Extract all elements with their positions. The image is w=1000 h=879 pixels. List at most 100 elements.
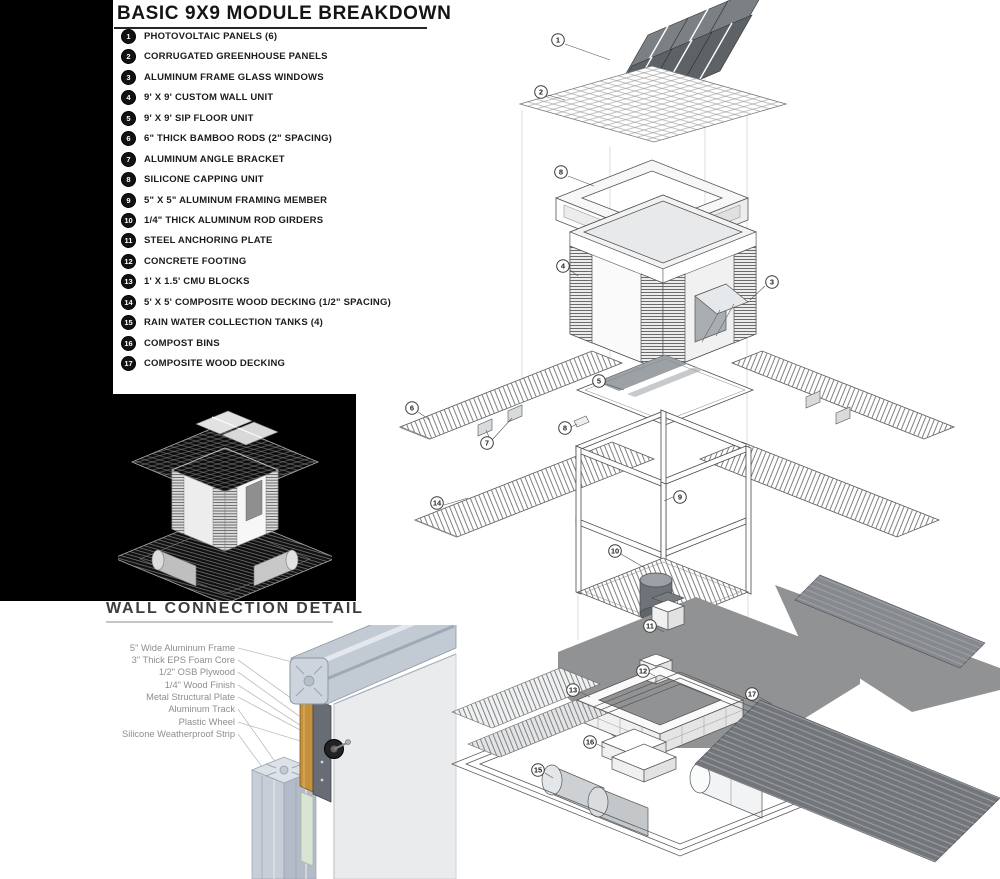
svg-text:10: 10	[611, 547, 619, 556]
wall-detail-label: 1/4" Wood Finish	[164, 680, 235, 690]
assembled-module-thumbnail	[118, 410, 332, 601]
svg-text:5: 5	[597, 377, 601, 386]
svg-text:16: 16	[586, 738, 594, 747]
upper-beam-extrusion	[289, 625, 457, 705]
legend-box	[113, 0, 356, 394]
wall-detail-drawing	[237, 625, 457, 879]
wall-detail-label: Aluminum Track	[168, 704, 235, 714]
composite-deck-right	[698, 441, 941, 538]
framing-post	[575, 445, 582, 595]
callout-16: 16	[583, 735, 597, 749]
callout-8-ring: 8	[554, 165, 568, 179]
mini-pv-panels	[195, 410, 279, 446]
wall-detail-label: 3" Thick EPS Foam Core	[131, 655, 235, 665]
capping-piece	[573, 415, 590, 428]
wall-detail-label: Plastic Wheel	[178, 717, 235, 727]
svg-text:3: 3	[770, 278, 774, 287]
compost-bins	[601, 728, 677, 783]
item-number-badge: 17	[121, 355, 136, 371]
item-number-badge: 11	[121, 232, 136, 248]
svg-text:9: 9	[678, 493, 682, 502]
wall-heading-underline	[106, 621, 333, 623]
svg-text:6: 6	[410, 404, 414, 413]
legend-item-label: RAIN WATER COLLECTION TANKS (4)	[144, 316, 323, 328]
framing-post	[745, 445, 752, 595]
legend-item-label: 5' X 5' COMPOSITE WOOD DECKING (1/2" SPA…	[144, 296, 391, 308]
title-underline	[114, 27, 427, 29]
svg-text:11: 11	[646, 622, 654, 631]
angle-bracket	[507, 404, 523, 423]
wall-unit-cube	[568, 194, 758, 372]
item-number-badge: 16	[121, 335, 136, 351]
mini-wall-unit	[171, 447, 279, 552]
callouts: 1 2 8 4 3 5 6 7 8 9 10 11 12 13 14 15 16…	[405, 33, 779, 777]
corrugated-greenhouse-panel	[518, 65, 788, 143]
legend-item-label: 5" X 5" ALUMINUM FRAMING MEMBER	[144, 194, 328, 206]
striped-deck-right-mid	[794, 574, 986, 669]
callout-10: 10	[608, 544, 622, 558]
svg-text:12: 12	[639, 667, 647, 676]
item-number-badge: 1	[121, 28, 136, 44]
awning-panel	[694, 283, 749, 315]
svg-text:2: 2	[539, 88, 543, 97]
svg-text:8: 8	[563, 424, 567, 433]
callout-5: 5	[592, 374, 606, 388]
legend-item-15: 15 RAIN WATER COLLECTION TANKS (4)	[121, 312, 323, 332]
svg-text:15: 15	[534, 766, 542, 775]
legend-item-label: ALUMINUM FRAME GLASS WINDOWS	[144, 71, 324, 83]
item-number-badge: 6	[121, 130, 136, 146]
composite-deck-left	[413, 441, 656, 538]
callout-13: 13	[566, 683, 580, 697]
angle-bracket	[477, 418, 493, 437]
legend-item-label: 1' X 1.5' CMU BLOCKS	[144, 275, 250, 287]
callout-15: 15	[531, 763, 545, 777]
wall-detail-label: 5" Wide Aluminum Frame	[129, 643, 235, 653]
item-number-badge: 2	[121, 48, 136, 64]
callout-9: 9	[673, 490, 687, 504]
legend-item-label: COMPOSITE WOOD DECKING	[144, 357, 286, 369]
legend-item-label: 9' X 9' CUSTOM WALL UNIT	[144, 91, 274, 103]
frame-structure	[575, 409, 752, 631]
composite-decking-dark	[694, 699, 1000, 863]
mini-water-tanks	[151, 549, 299, 587]
svg-text:4: 4	[561, 262, 566, 271]
svg-text:13: 13	[569, 686, 577, 695]
silicone-strip	[300, 791, 314, 867]
wall-detail-label: Silicone Weatherproof Strip	[122, 729, 235, 739]
callout-1: 1	[551, 33, 565, 47]
svg-text:14: 14	[433, 499, 442, 508]
item-number-badge: 3	[121, 69, 136, 85]
callout-17: 17	[745, 687, 759, 701]
item-number-badge: 10	[121, 212, 136, 228]
wood-finish-strip	[299, 689, 314, 793]
wall-detail-label: Metal Structural Plate	[146, 692, 235, 702]
legend-item-label: COMPOST BINS	[144, 337, 220, 349]
svg-text:1: 1	[556, 36, 560, 45]
plastic-wheel	[324, 739, 351, 759]
item-number-badge: 4	[121, 89, 136, 105]
callout-leaders	[417, 43, 773, 779]
legend-item-label: SILICONE CAPPING UNIT	[144, 173, 264, 185]
callout-12: 12	[636, 664, 650, 678]
bamboo-rod-deck-right	[730, 350, 956, 440]
svg-text:8: 8	[559, 168, 563, 177]
legend-item-17: 17 COMPOSITE WOOD DECKING	[121, 353, 285, 373]
legend-item-4: 4 9' X 9' CUSTOM WALL UNIT	[121, 87, 273, 107]
wall-panel	[333, 653, 457, 879]
legend-item-label: STEEL ANCHORING PLATE	[144, 234, 273, 246]
rain-water-tanks	[541, 762, 763, 837]
legend-item-label: CORRUGATED GREENHOUSE PANELS	[144, 50, 328, 62]
item-number-badge: 5	[121, 110, 136, 126]
callout-7: 7	[480, 436, 494, 450]
mini-base-deck	[118, 511, 332, 601]
item-number-badge: 15	[121, 314, 136, 330]
